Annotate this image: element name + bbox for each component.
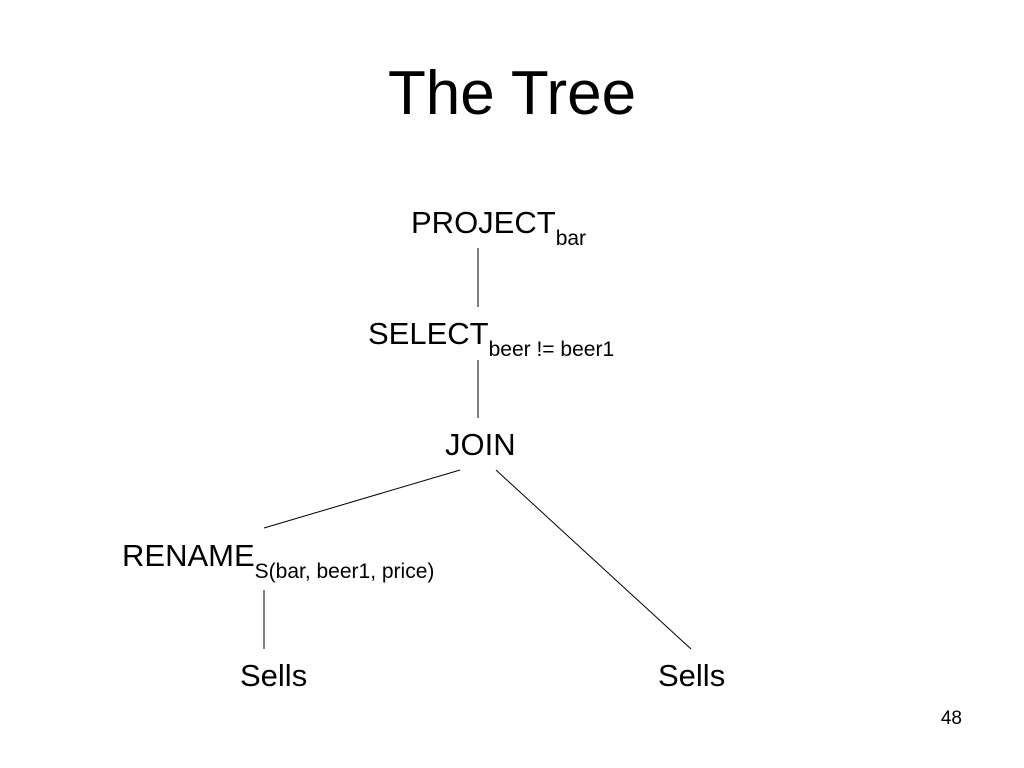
- node-project-label: PROJECT: [411, 205, 556, 240]
- node-select-subscript: beer != beer1: [488, 338, 615, 361]
- node-project-subscript: bar: [555, 227, 587, 250]
- node-select-label: SELECT: [368, 316, 489, 351]
- slide-title: The Tree: [387, 59, 637, 128]
- node-select: SELECTbeer != beer1: [368, 316, 614, 360]
- node-rename-label: RENAME: [122, 538, 255, 573]
- node-join-label: JOIN: [445, 427, 516, 462]
- edge-join-rename: [263, 469, 461, 529]
- node-rename: RENAMES(bar, beer1, price): [122, 538, 434, 582]
- node-sells-right-label: Sells: [658, 658, 726, 693]
- node-sells-left: Sells: [240, 660, 307, 691]
- edge-join-sells-right: [495, 469, 692, 650]
- node-project: PROJECTbar: [411, 205, 586, 249]
- node-sells-right: Sells: [658, 660, 725, 691]
- node-sells-left-label: Sells: [240, 658, 308, 693]
- node-join: JOIN: [445, 429, 516, 460]
- page-number: 48: [940, 708, 962, 729]
- node-rename-subscript: S(bar, beer1, price): [254, 560, 435, 583]
